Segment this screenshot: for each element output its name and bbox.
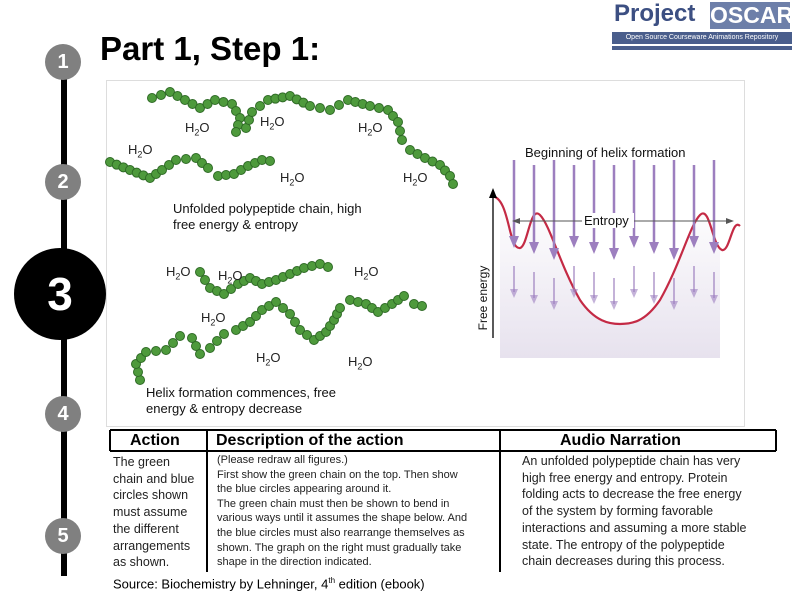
table-cell-line: interactions and assuming a more stable <box>522 520 782 537</box>
table-cell-line: First show the green chain on the top. T… <box>217 468 499 483</box>
table-cell-line: the blue circles appearing around it. <box>217 482 499 497</box>
source-sup: th <box>328 576 335 585</box>
description-cell: (Please redraw all figures.)First show t… <box>217 453 499 570</box>
table-cell-line: the different <box>113 521 205 538</box>
table-cell-line: high free energy and entropy. Protein <box>522 470 782 487</box>
table-cell-line: various ways until it assumes the shape … <box>217 511 499 526</box>
table-cell-line: the blue circles must also rearrange the… <box>217 526 499 541</box>
col-header-audio: Audio Narration <box>560 432 681 450</box>
table-cell-line: shown. The graph on the right must gradu… <box>217 541 499 556</box>
table-cell-line: An unfolded polypeptide chain has very <box>522 453 782 470</box>
table-cell-line: must assume <box>113 504 205 521</box>
col-header-action: Action <box>130 432 180 450</box>
table-cell-line: as shown. <box>113 554 205 571</box>
audio-narration-cell: An unfolded polypeptide chain has veryhi… <box>522 453 782 570</box>
table-cell-line: chain and blue <box>113 471 205 488</box>
table-cell-line: chain decreases during this process. <box>522 553 782 570</box>
source-citation: Source: Biochemistry by Lehninger, 4th e… <box>113 576 425 591</box>
table-cell-line: The green chain must then be shown to be… <box>217 497 499 512</box>
table-cell-line: state. The entropy of the polypeptide <box>522 537 782 554</box>
source-text: Source: Biochemistry by Lehninger, 4 <box>113 576 328 591</box>
table-cell-line: arrangements <box>113 538 205 555</box>
action-cell: The greenchain and bluecircles shownmust… <box>113 454 205 571</box>
table-cell-line: The green <box>113 454 205 471</box>
table-cell-line: of the system by forming favorable <box>522 503 782 520</box>
table-cell-line: shape in the direction indicated. <box>217 555 499 570</box>
table-cell-line: circles shown <box>113 487 205 504</box>
table-cell-line: (Please redraw all figures.) <box>217 453 499 468</box>
table-cell-line: folding acts to decrease the free energy <box>522 486 782 503</box>
source-text-end: edition (ebook) <box>335 576 425 591</box>
col-header-description: Description of the action <box>216 432 404 450</box>
